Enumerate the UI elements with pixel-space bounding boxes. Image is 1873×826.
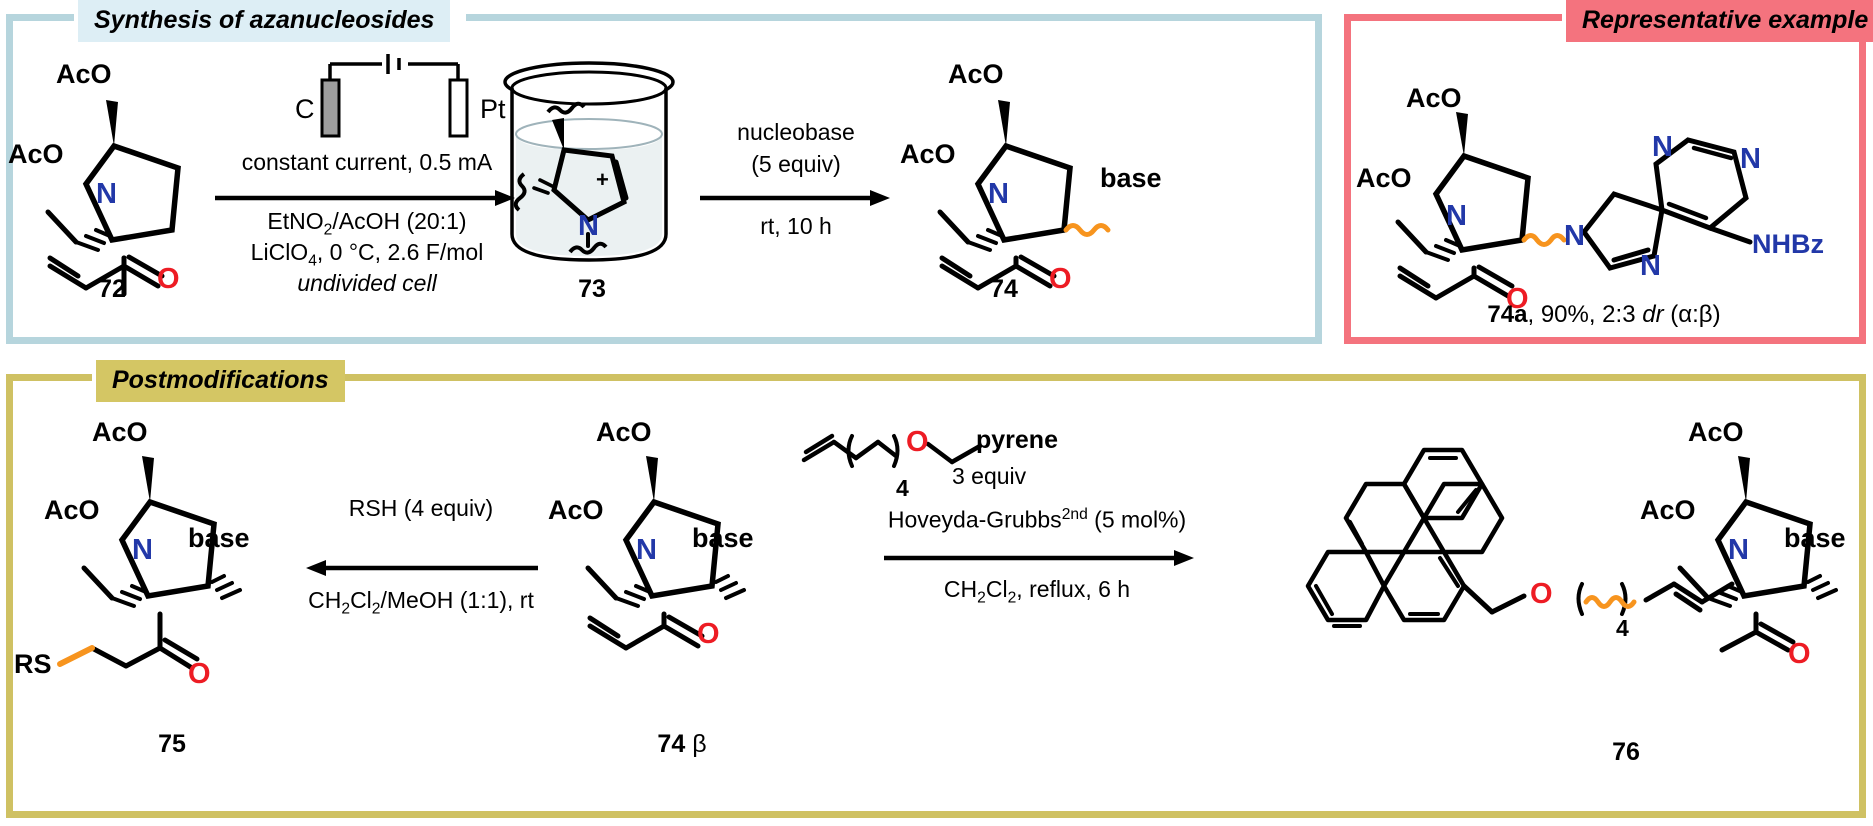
thiol-solvent: CH2Cl2/MeOH (1:1), rt	[308, 587, 534, 618]
thiol-reagent: RSH (4 equiv)	[348, 495, 494, 521]
compound-76-nitrogen: N	[1728, 534, 1749, 566]
example-caption: 74a, 90%, 2:3 dr (α:β)	[1487, 301, 1721, 328]
example-caption-id: 74a	[1487, 301, 1528, 328]
compound-76-repeat-count: 4	[1616, 615, 1629, 641]
nhbz-label: NHBz	[1752, 229, 1824, 259]
cathode-label: Pt	[480, 94, 506, 124]
metathesis-solvent-sub1: 2	[977, 589, 986, 607]
compound-75-rs-label: RS	[14, 649, 52, 679]
reaction-arrow-1	[215, 190, 515, 211]
compound-76-aco-top: AcO	[1688, 417, 1744, 447]
compound-74-nitrogen: N	[988, 178, 1009, 210]
compound-76-ether-oxygen: O	[1530, 578, 1553, 610]
compound-76-label: 76	[1612, 738, 1640, 766]
compound-73-label: 73	[578, 275, 606, 303]
compound-73-nitrogen: N	[578, 210, 599, 242]
metathesis-solvent-sub2: 2	[1007, 589, 1017, 607]
compound-74beta-nitrogen: N	[636, 534, 657, 566]
compound-75-label: 75	[158, 730, 186, 758]
catalyst-label: Hoveyda-Grubbs2nd (5 mol%)	[887, 506, 1187, 533]
example-panel-title: Representative example	[1566, 0, 1873, 42]
compound-73-positive-charge: +	[596, 167, 609, 192]
purine-n3: N	[1652, 131, 1673, 163]
reagent-ether-oxygen: O	[906, 426, 929, 458]
compound-74-base-label: base	[1100, 163, 1162, 193]
thiol-solvent-sub2: 2	[371, 600, 381, 618]
reaction-arrow-4	[884, 550, 1194, 571]
compound-74-carbonyl-oxygen: O	[1049, 263, 1072, 295]
compound-72-nitrogen: N	[96, 178, 117, 210]
solvent-subscript: 2	[323, 221, 333, 239]
example-caption-dr: dr	[1642, 301, 1664, 328]
reagent-repeat-count: 4	[896, 475, 909, 501]
electrolyte-subscript: 4	[308, 252, 317, 270]
compound-76-linker	[1560, 570, 1760, 655]
compound-75-aco-left: AcO	[44, 495, 100, 525]
reaction-arrow-2	[700, 190, 890, 211]
reaction-arrow-3	[306, 560, 538, 581]
compound-72-aco-left: AcO	[8, 139, 64, 169]
compound-74beta-carbonyl-oxygen: O	[697, 618, 720, 650]
synthesis-panel	[6, 14, 1322, 344]
compound-75-base-label: base	[188, 523, 250, 553]
compound-74a-structure	[1378, 104, 1618, 309]
postmodifications-panel-title: Postmodifications	[96, 360, 345, 402]
compound-74beta-aco-left: AcO	[548, 495, 604, 525]
compound-74-aco-left: AcO	[900, 139, 956, 169]
compound-74beta-structure	[568, 436, 828, 681]
pyrene-label: pyrene	[976, 426, 1058, 454]
purine-n1: N	[1740, 143, 1761, 175]
compound-76-carbonyl-oxygen: O	[1788, 638, 1811, 670]
electrolysis-cell-icon	[300, 54, 490, 141]
compound-72-label: 72	[98, 275, 126, 303]
compound-75-structure	[57, 436, 324, 671]
compound-74-aco-top: AcO	[948, 59, 1004, 89]
beaker-icon	[496, 61, 682, 277]
compound-72-carbonyl-oxygen: O	[157, 263, 180, 295]
electrolysis-conditions-above: constant current, 0.5 mA	[241, 149, 493, 175]
compound-74a-carbonyl-oxygen: O	[1506, 283, 1529, 315]
compound-74beta-base-label: base	[692, 523, 754, 553]
compound-76-aco-left: AcO	[1640, 495, 1696, 525]
nucleobase-conditions: rt, 10 h	[760, 213, 832, 239]
synthesis-panel-title: Synthesis of azanucleosides	[78, 0, 451, 42]
thiol-solvent-sub1: 2	[341, 600, 351, 618]
nucleobase-reagent: nucleobase	[737, 119, 855, 145]
compound-76-azanucleoside	[1660, 436, 1873, 661]
metathesis-solvent: CH2Cl2, reflux, 6 h	[943, 576, 1131, 607]
adenine-purine-structure	[1570, 110, 1820, 290]
compound-75-aco-top: AcO	[92, 417, 148, 447]
purine-n7: N	[1640, 250, 1661, 282]
anode-label: C	[295, 94, 315, 124]
compound-74beta-label: 74 β	[657, 730, 707, 758]
compound-74a-nitrogen: N	[1446, 200, 1467, 232]
reagent-equiv: 3 equiv	[952, 463, 1027, 489]
compound-74-structure	[920, 80, 1170, 305]
electrolysis-cell-type: undivided cell	[297, 270, 437, 296]
purine-n9: N	[1564, 220, 1585, 252]
compound-73-structure	[496, 62, 682, 277]
pyrene-ether-reagent-structure	[800, 424, 1030, 489]
compound-72-acryloyl	[28, 80, 258, 305]
compound-75-carbonyl-oxygen: O	[188, 658, 211, 690]
compound-76-base-label: base	[1784, 523, 1846, 553]
compound-75-nitrogen: N	[132, 534, 153, 566]
catalyst-generation-sup: 2nd	[1061, 506, 1088, 523]
electrolysis-solvent: EtNO2/AcOH (20:1)	[267, 208, 467, 239]
compound-74-label: 74	[990, 275, 1018, 303]
compound-74beta-aco-top: AcO	[596, 417, 652, 447]
electrolysis-electrolyte: LiClO4, 0 °C, 2.6 F/mol	[250, 239, 484, 270]
compound-72-aco-top: AcO	[56, 59, 112, 89]
compound-74a-aco-left: AcO	[1356, 163, 1412, 193]
nucleobase-equiv: (5 equiv)	[751, 151, 841, 177]
compound-74a-aco-top: AcO	[1406, 83, 1462, 113]
pyrene-ring-system	[1305, 440, 1552, 675]
